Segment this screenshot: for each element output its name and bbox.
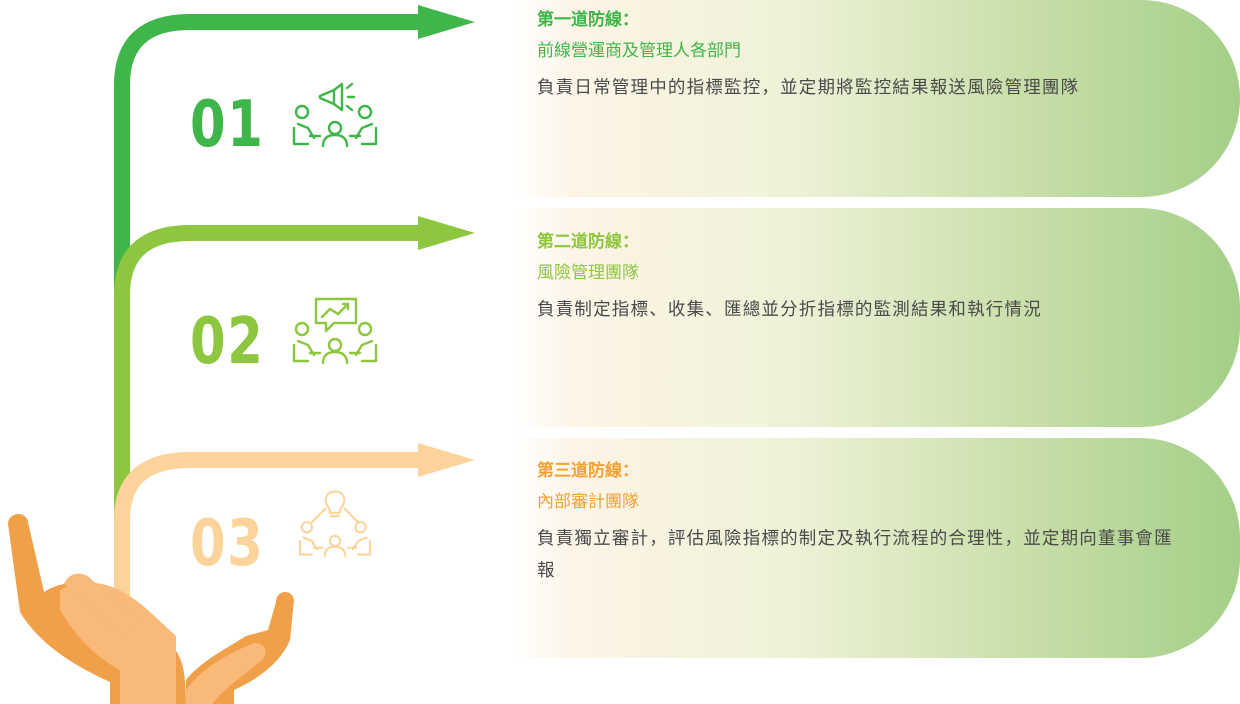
line-3-description: 負責獨立審計，評估風險指標的制定及執行流程的合理性，並定期向董事會匯報 [537,529,1173,581]
line-2-description: 負責制定指標、收集、匯總並分折指標的監測結果和執行情況 [537,300,1042,320]
arrow-line-1 [114,5,475,600]
defense-line-2: 第二道防線： 風險管理團隊 負責制定指標、收集、匯總並分折指標的監測結果和執行情… [537,231,1177,326]
line-1-description: 負責日常管理中的指標監控，並定期將監控結果報送風險管理團隊 [537,78,1080,98]
line-1-subheading: 前線營運商及管理人各部門 [537,41,741,61]
line-2-heading: 第二道防線： [537,232,639,252]
meeting-megaphone-icon [292,82,378,148]
panel-background-1 [515,0,1240,197]
line-1-heading: 第一道防線： [537,10,639,30]
meeting-growth-chart-icon [292,297,378,365]
meeting-idea-bulb-icon [298,490,372,558]
line-3-heading: 第三道防線： [537,461,639,481]
line-3-subheading: 內部審計團隊 [537,492,639,512]
line-number-02: 02 [190,305,265,379]
arrow-line-2 [114,216,475,600]
line-number-03: 03 [190,507,265,581]
arrow-line-3 [114,443,475,620]
supporting-hands-icon [8,513,294,704]
line-2-subheading: 風險管理團隊 [537,263,639,283]
line-number-01: 01 [190,88,265,162]
defense-line-3: 第三道防線： 內部審計團隊 負責獨立審計，評估風險指標的制定及執行流程的合理性，… [537,460,1177,587]
panel-background-3 [515,438,1240,658]
panel-background-2 [515,208,1240,427]
defense-line-1: 第一道防線： 前線營運商及管理人各部門 負責日常管理中的指標監控，並定期將監控結… [537,9,1177,104]
